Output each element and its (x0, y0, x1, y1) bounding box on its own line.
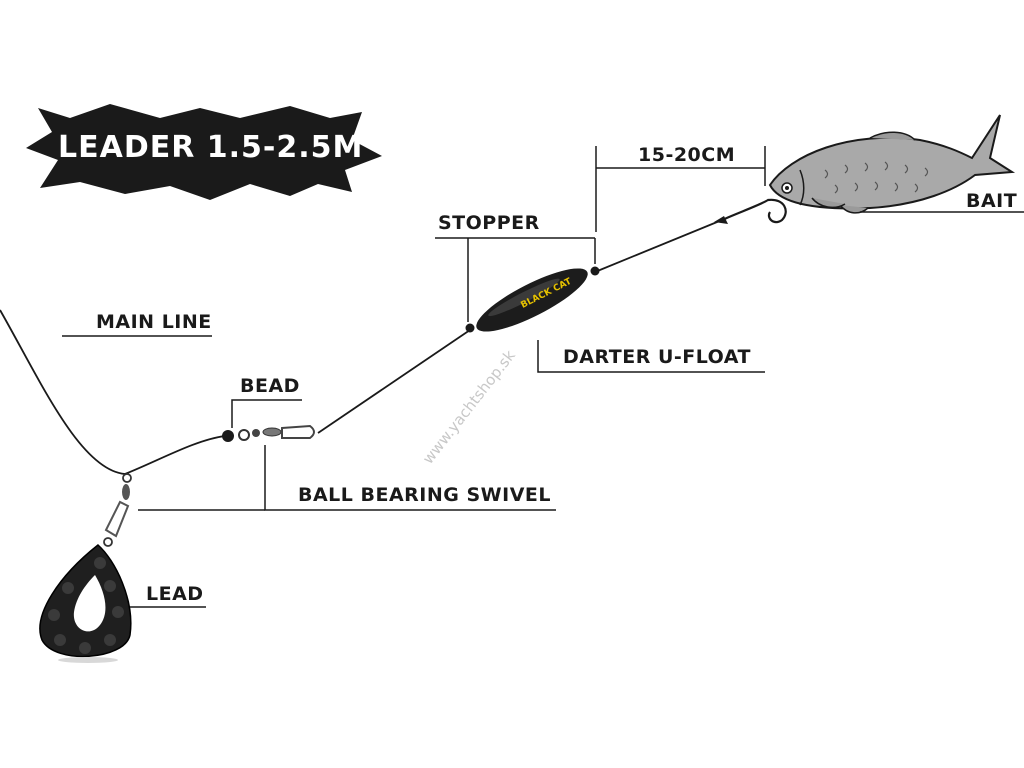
banner-shape (26, 104, 382, 200)
label-stopper: STOPPER (438, 212, 540, 234)
label-lead: LEAD (146, 583, 204, 605)
banner-text: LEADER 1.5-2.5M (58, 130, 363, 165)
label-bead: BEAD (240, 375, 300, 397)
hook-line (594, 219, 723, 273)
label-darter-u-float: DARTER U-FLOAT (563, 346, 751, 368)
bead-icon (222, 430, 234, 442)
lead-weight-icon (39, 544, 132, 663)
stopper-bottom-icon (465, 323, 475, 333)
leader-banner: LEADER 1.5-2.5M (26, 104, 382, 200)
bait-fish-icon (768, 114, 1016, 214)
line-to-bead (124, 435, 226, 475)
hook-icon (714, 198, 787, 224)
lead-swivel-icon (103, 473, 132, 547)
label-distance: 15-20CM (638, 144, 735, 166)
ball-bearing-swivel-icon (238, 424, 315, 441)
label-bait: BAIT (966, 190, 1017, 212)
watermark: www.yachtshop.sk (419, 346, 519, 467)
stopper-top-icon (590, 266, 600, 276)
label-ball-bearing-swivel: BALL BEARING SWIVEL (298, 484, 551, 506)
callout-lines (62, 146, 1024, 608)
darter-u-float-icon: BLACK CAT (476, 268, 588, 332)
label-main-line: MAIN LINE (96, 311, 212, 333)
main-line (0, 309, 126, 475)
leader-line (317, 329, 471, 434)
